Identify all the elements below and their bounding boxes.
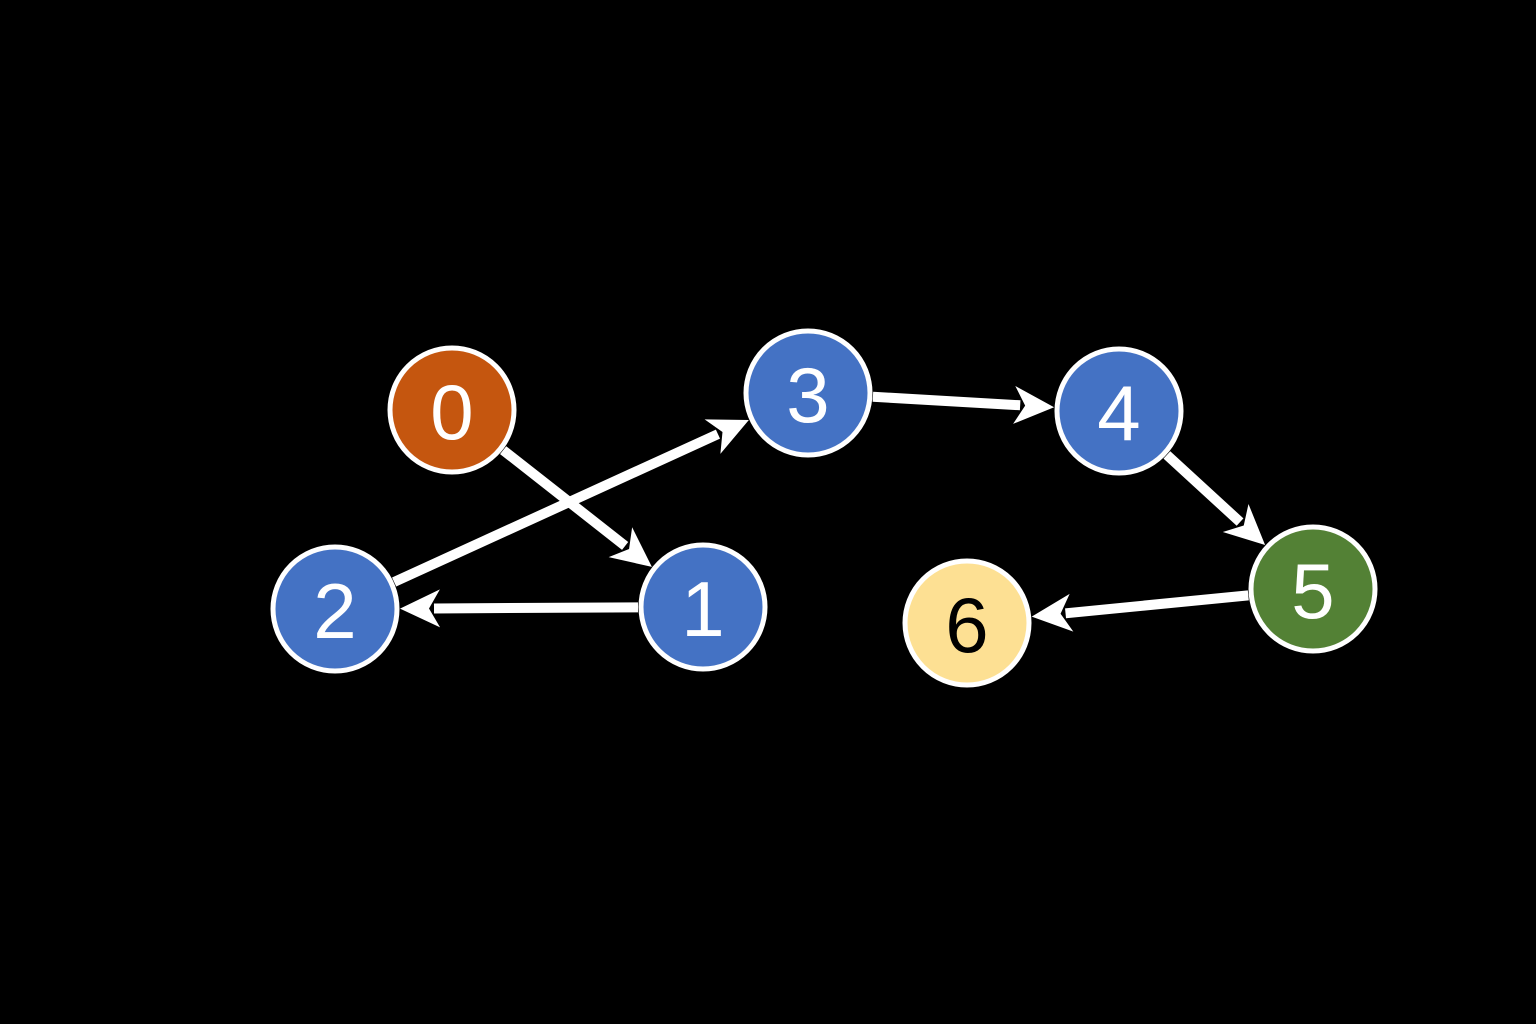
edge-arrowhead-icon [1031, 593, 1074, 632]
graph-node[interactable]: 1 [638, 542, 768, 672]
node-circle[interactable] [743, 328, 873, 458]
edge-line [500, 446, 629, 550]
graph-node[interactable]: 2 [270, 544, 400, 674]
graph-node[interactable]: 0 [387, 345, 517, 475]
edge-line [1065, 590, 1249, 619]
edge-line [1163, 451, 1244, 526]
graph-edge [500, 446, 652, 567]
node-circle[interactable] [638, 542, 768, 672]
node-layer: 01 2 3 45 6 [270, 328, 1378, 688]
node-circle[interactable] [270, 544, 400, 674]
graph-node[interactable]: 3 [743, 328, 873, 458]
graph-edge [400, 589, 639, 628]
edge-arrowhead-icon [704, 419, 749, 454]
edge-arrowhead-icon [400, 589, 441, 628]
graph-edge [1163, 451, 1266, 546]
node-circle[interactable] [1248, 524, 1378, 654]
graph-edge [872, 385, 1055, 424]
graph-node[interactable]: 6 [902, 558, 1032, 688]
graph-node[interactable]: 5 [1248, 524, 1378, 654]
edge-line [433, 602, 639, 614]
edge-arrowhead-icon [608, 527, 652, 567]
graph-node[interactable]: 4 [1054, 346, 1184, 476]
graph-edge [392, 419, 749, 587]
node-circle[interactable] [902, 558, 1032, 688]
node-circle[interactable] [1054, 346, 1184, 476]
edge-layer [392, 385, 1266, 632]
graph-edge [1031, 590, 1249, 632]
edge-line [392, 429, 721, 587]
node-circle[interactable] [387, 345, 517, 475]
edge-arrowhead-icon [1222, 504, 1266, 546]
edge-line [872, 391, 1021, 411]
edge-arrowhead-icon [1013, 385, 1055, 424]
